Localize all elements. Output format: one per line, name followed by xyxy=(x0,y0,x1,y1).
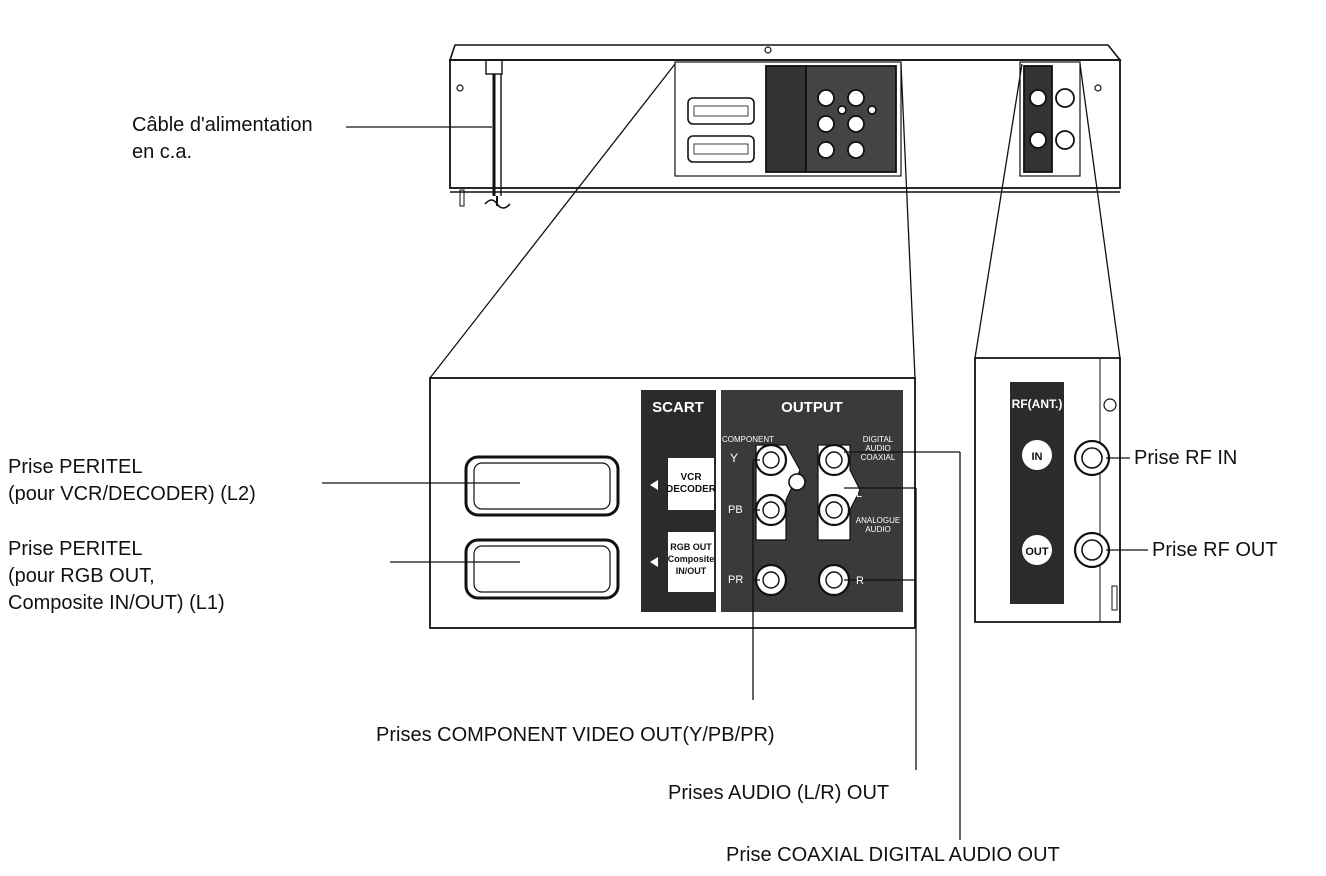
panel-printed-text: SCART OUTPUT VCR DECODER RGB OUT Composi… xyxy=(652,397,1062,587)
audio-label-2: AUDIO xyxy=(865,525,890,534)
audio-label-1: AUDIO xyxy=(865,444,890,453)
in-out-label: IN/OUT xyxy=(676,566,707,576)
coaxial-label: COAXIAL xyxy=(861,453,896,462)
in-label: IN xyxy=(1032,451,1043,463)
scart-label: SCART xyxy=(652,399,704,416)
device-rear-view xyxy=(448,44,1122,209)
l-label: L xyxy=(856,488,862,500)
power-cable-label-line-2: en c.a. xyxy=(132,141,193,163)
peritel-l1-label: Prise PERITEL (pour RGB OUT, Composite I… xyxy=(8,536,225,617)
rf-in-label: Prise RF IN xyxy=(1134,447,1238,469)
coaxial-out-label: Prise COAXIAL DIGITAL AUDIO OUT xyxy=(726,844,1060,866)
digital-label: DIGITAL xyxy=(863,435,894,444)
power-cable xyxy=(484,59,511,209)
peritel-l2-label-line-1: Prise PERITEL xyxy=(8,456,143,478)
peritel-l1-label-line-1: Prise PERITEL xyxy=(8,538,143,560)
enlarged-rf-panel xyxy=(974,357,1121,623)
peritel-l2-label: Prise PERITEL (pour VCR/DECODER) (L2) xyxy=(8,454,256,508)
pr-label: PR xyxy=(728,574,743,586)
vcr-label: VCR xyxy=(680,472,702,483)
power-cable-label: Câble d'alimentation en c.a. xyxy=(132,112,313,166)
output-label: OUTPUT xyxy=(781,399,843,416)
y-label: Y xyxy=(730,451,738,465)
rf-out-label: Prise RF OUT xyxy=(1152,539,1278,561)
enlarged-jack-panel xyxy=(429,377,916,629)
scart-connector-l1 xyxy=(464,538,620,600)
pb-label: PB xyxy=(728,504,743,516)
rf-ant-label: RF(ANT.) xyxy=(1012,397,1063,411)
analogue-label: ANALOGUE xyxy=(856,516,900,525)
zoom-lines xyxy=(429,63,1121,379)
scart-connector-l2 xyxy=(464,455,620,517)
component-video-label: Prises COMPONENT VIDEO OUT(Y/PB/PR) xyxy=(376,724,775,746)
peritel-l1-label-line-3: Composite IN/OUT) (L1) xyxy=(8,592,225,614)
callout-lines xyxy=(322,126,1148,840)
composite-label: Composite xyxy=(668,554,715,564)
rgb-out-label: RGB OUT xyxy=(670,542,712,552)
peritel-l1-label-line-2: (pour RGB OUT, xyxy=(8,565,155,587)
audio-out-label: Prises AUDIO (L/R) OUT xyxy=(668,782,890,804)
peritel-l2-label-line-2: (pour VCR/DECODER) (L2) xyxy=(8,483,256,505)
power-cable-label-line-1: Câble d'alimentation xyxy=(132,114,313,136)
component-tag: COMPONENT xyxy=(722,435,774,444)
decoder-label: DECODER xyxy=(666,484,717,495)
mini-rf-panel xyxy=(1019,61,1081,177)
out-label: OUT xyxy=(1025,546,1049,558)
r-label: R xyxy=(856,575,864,587)
mini-jack-panel xyxy=(674,61,902,177)
